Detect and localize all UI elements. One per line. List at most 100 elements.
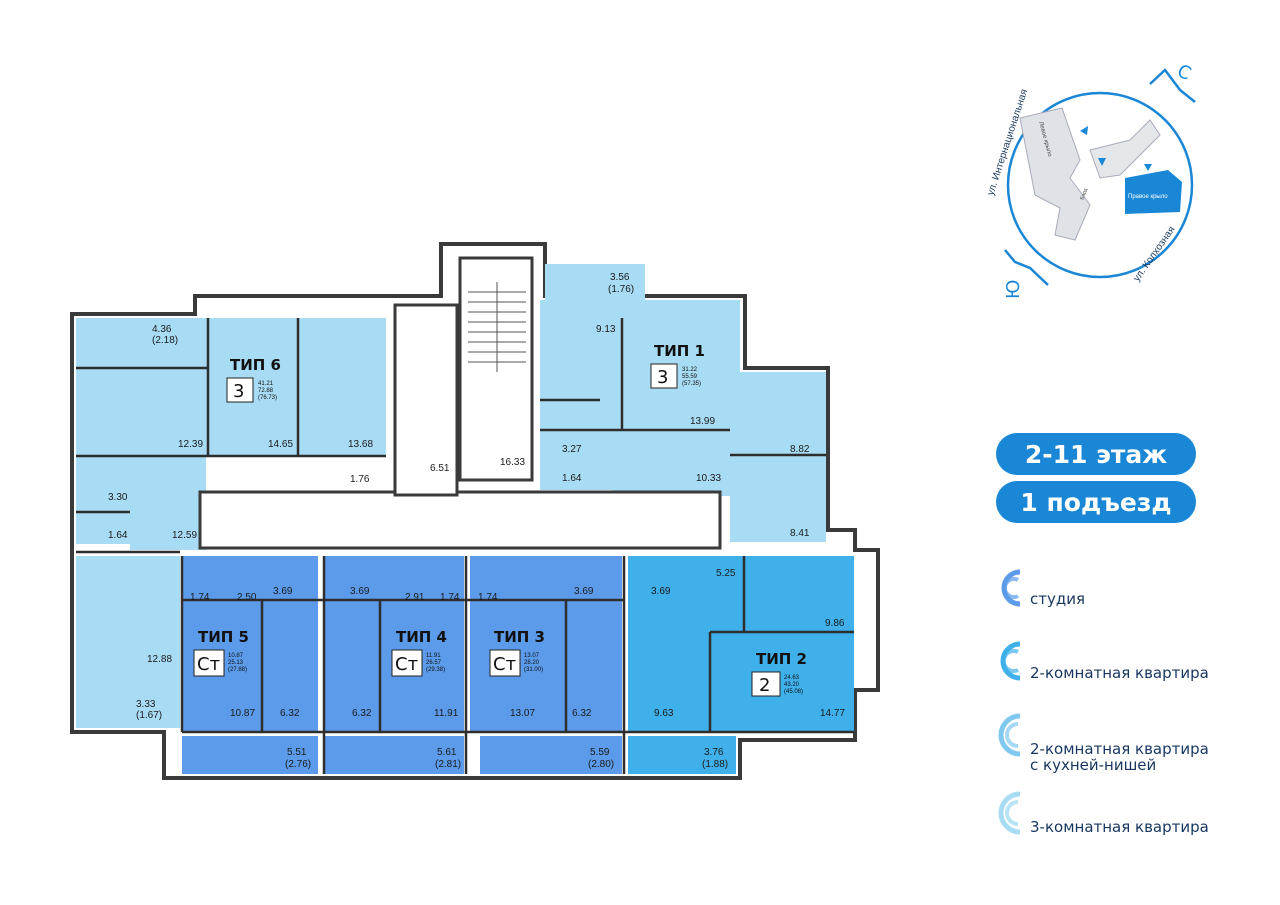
legend-label: студия [1030, 590, 1086, 608]
room-label: 1.74 [440, 592, 460, 603]
room-label: 9.86 [825, 618, 845, 629]
apt-area-total: 55.59 [682, 374, 698, 380]
room-label: 13.07 [510, 708, 535, 719]
two-room-icon [1000, 641, 1021, 681]
room-label: (1.88) [702, 759, 728, 770]
apt-area-full: (76.73) [258, 395, 277, 401]
apt-type-label: ТИП 2 [756, 650, 807, 668]
apt-area-living: 41.21 [258, 381, 274, 387]
room-label: 6.32 [572, 708, 592, 719]
room-label: (2.18) [152, 335, 178, 346]
three-room-icon [998, 791, 1021, 835]
room-label: 3.69 [651, 586, 671, 597]
apt-badge-type4[interactable]: ТИП 4 Ст 11.91 26.57 (29.38) [391, 628, 447, 677]
apt-type-label: ТИП 5 [198, 628, 249, 646]
apt-area-living: 10.87 [228, 653, 244, 659]
room-label: 3.30 [108, 492, 128, 503]
apt-area-living: 31.22 [682, 367, 698, 373]
apt-type-label: ТИП 1 [654, 342, 705, 360]
right-wing-label: Правое крыло [1128, 194, 1168, 200]
apt-area-full: (27.88) [228, 667, 247, 673]
legend-label: 2-комнатная квартира [1030, 740, 1209, 758]
compass-north-label: С [1174, 60, 1194, 84]
room-label: (2.81) [435, 759, 461, 770]
room-label: 9.13 [596, 324, 616, 335]
room-label: 1.76 [350, 474, 370, 485]
apt-area-living: 13.07 [524, 653, 540, 659]
apt-area-total: 26.57 [426, 660, 442, 666]
apt-badge-type6[interactable]: ТИП 6 3 41.21 72.88 (76.73) [226, 356, 281, 403]
apt-area-total: 72.88 [258, 388, 274, 394]
entrance-label: 1 подъезд [996, 481, 1196, 523]
studio-icon [1001, 569, 1021, 607]
apt-type4-area[interactable] [324, 556, 464, 774]
apt-type-label: ТИП 4 [396, 628, 447, 646]
room-label: 1.64 [108, 530, 128, 541]
apt-badge-type5[interactable]: ТИП 5 Ст 10.87 25.13 (27.88) [193, 628, 249, 677]
apt-rooms: Ст [395, 654, 418, 675]
outer-walls [70, 242, 880, 780]
room-label: 9.63 [654, 708, 674, 719]
room-label: 11.91 [434, 708, 459, 719]
interior-walls [76, 318, 854, 774]
room-label: 8.41 [790, 528, 810, 539]
apt-type5-area[interactable] [182, 556, 318, 774]
room-label: 2.50 [237, 592, 257, 603]
apt-area-full: (45.08) [784, 689, 803, 695]
apt-area-full: (29.38) [426, 667, 445, 673]
apt-type3-area[interactable] [470, 556, 622, 774]
compass-south-label: Ю [1003, 280, 1024, 299]
room-label: 10.33 [696, 473, 721, 484]
room-label: 12.39 [178, 439, 203, 450]
room-label: 12.59 [172, 530, 197, 541]
room-label: 3.33 [136, 699, 156, 710]
stairs [468, 282, 526, 372]
room-label: 5.25 [716, 568, 736, 579]
room-label: (1.76) [608, 284, 634, 295]
legend-label-sub: с кухней-нишей [1030, 756, 1157, 774]
apt-badge-type3[interactable]: ТИП 3 Ст 13.07 28.20 (31.00) [489, 628, 545, 677]
room-label: 8.82 [790, 444, 810, 455]
apt-area-living: 11.91 [426, 653, 441, 659]
room-label: 3.69 [273, 586, 293, 597]
room-label: 3.27 [562, 444, 582, 455]
room-label: 2.91 [405, 592, 425, 603]
apt-type-label: ТИП 6 [230, 356, 281, 374]
apt-type1-area[interactable] [540, 264, 826, 542]
room-label: 6.51 [430, 463, 450, 474]
apt-badge-type2[interactable]: ТИП 2 2 24.63 43.20 (45.08) [751, 650, 807, 697]
apt-area-total: 43.20 [784, 682, 800, 688]
apt-area-total: 28.20 [524, 660, 540, 666]
room-label: 14.77 [820, 708, 845, 719]
room-label: 3.69 [350, 586, 370, 597]
room-label: 3.56 [610, 272, 630, 283]
room-label: (2.76) [285, 759, 311, 770]
apt-rooms: 3 [233, 381, 244, 402]
room-label: 3.69 [574, 586, 594, 597]
room-label: 1.64 [562, 473, 582, 484]
room-label: 5.61 [437, 747, 457, 758]
corridor [198, 256, 722, 550]
legend-item-two-room: 2-комнатная квартира [998, 640, 1268, 682]
room-label: 1.74 [478, 592, 498, 603]
room-label: 3.76 [704, 747, 724, 758]
apt-badge-type1[interactable]: ТИП 1 3 31.22 55.59 (57.35) [650, 342, 705, 389]
apt-area-full: (31.00) [524, 667, 543, 673]
two-room-niche-icon [998, 713, 1021, 757]
room-labels: 4.36 (2.18) 12.39 14.65 13.68 1.76 3.30 … [108, 272, 845, 770]
apt-rooms: Ст [197, 654, 220, 675]
apt-type2-area[interactable] [628, 556, 854, 774]
apt-area-total: 25.13 [228, 660, 244, 666]
legend-item-three-room: 3-комнатная квартира [998, 790, 1268, 836]
apt-left-lower-area[interactable] [76, 556, 180, 728]
bard-label: Бард [1079, 188, 1089, 201]
apt-type-label: ТИП 3 [494, 628, 545, 646]
room-label: 6.32 [352, 708, 372, 719]
apt-area-living: 24.63 [784, 675, 800, 681]
legend-label: 3-комнатная квартира [1030, 818, 1209, 836]
room-label: 5.51 [287, 747, 307, 758]
legend-label: 2-комнатная квартира [1030, 664, 1209, 682]
room-label: (2.80) [588, 759, 614, 770]
room-label: 4.36 [152, 324, 172, 335]
